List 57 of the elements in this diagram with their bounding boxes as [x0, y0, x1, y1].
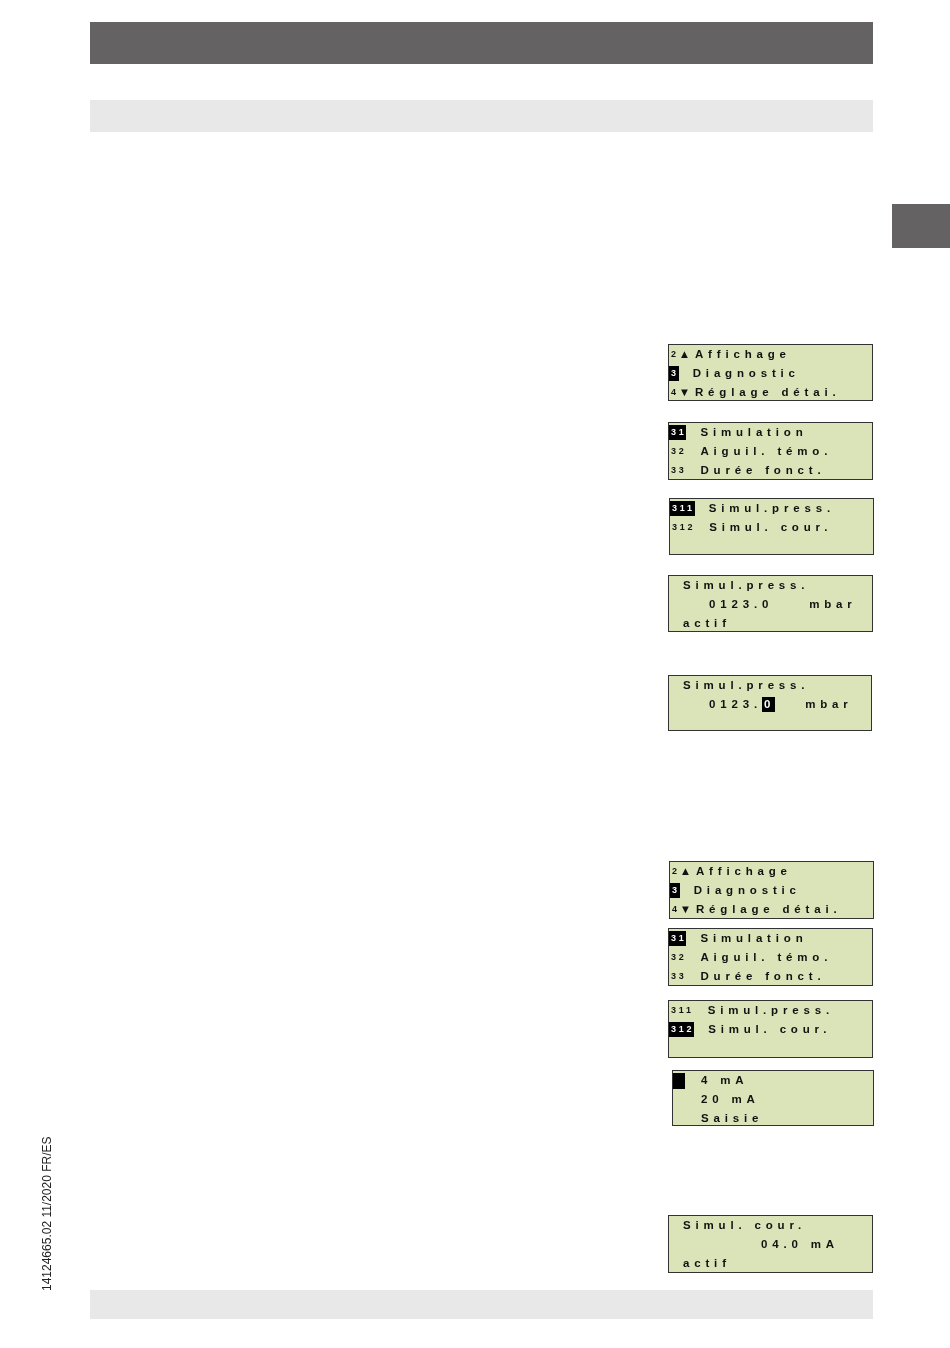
display-text: 0123.0	[709, 597, 774, 612]
menu-number: 32	[671, 951, 687, 964]
display-text: Simul.press.	[683, 578, 810, 593]
lcd-screen	[668, 422, 873, 480]
display-text: Simul. cour.	[708, 1022, 832, 1037]
lcd-screen	[669, 498, 874, 555]
menu-number: 311	[671, 1004, 694, 1017]
menu-number: 31	[669, 425, 687, 440]
display-text: ▲Affichage	[678, 347, 791, 362]
lcd-screen	[668, 575, 873, 632]
menu-number: 312	[669, 1022, 695, 1037]
menu-number: 33	[671, 970, 687, 983]
lcd-screen	[672, 1070, 874, 1126]
display-text: mbar	[809, 597, 857, 612]
display-text: 0123.	[709, 697, 762, 712]
menu-number: 3	[670, 883, 680, 898]
display-text: 20 mA	[701, 1092, 760, 1107]
display-text: Aiguil. témo.	[700, 444, 833, 459]
display-text: Simulation	[700, 931, 808, 946]
lcd-screen	[668, 1215, 873, 1273]
lcd-screen	[668, 675, 872, 731]
display-text: Simul. cour.	[683, 1218, 807, 1233]
lcd-screen	[668, 1000, 873, 1058]
display-text: Diagnostic	[692, 366, 800, 381]
display-text: ▲Affichage	[679, 864, 792, 879]
menu-number: 2	[672, 865, 680, 878]
display-text: actif	[683, 616, 731, 631]
display-text: 04.0 mA	[761, 1237, 839, 1252]
menu-number: 31	[669, 931, 687, 946]
menu-number: 32	[671, 445, 687, 458]
display-text: Aiguil. témo.	[700, 950, 833, 965]
display-text: 4 mA	[701, 1073, 749, 1088]
menu-number: 33	[671, 464, 687, 477]
display-text: Simul.press.	[708, 501, 835, 516]
menu-number: 312	[672, 521, 696, 534]
display-text: Simul. cour.	[709, 520, 833, 535]
display-text: Durée fonct.	[700, 969, 826, 984]
lcd-screen	[668, 928, 873, 986]
display-text: ▼Réglage détai.	[678, 385, 841, 400]
menu-number: 4	[672, 903, 680, 916]
document-number: 14124665.02 11/2020 FR/ES	[40, 1135, 54, 1291]
display-text: Diagnostic	[693, 883, 801, 898]
display-text: Saisie	[701, 1111, 764, 1125]
display-text: 0	[761, 697, 776, 712]
display-text: Durée fonct.	[700, 463, 826, 478]
display-text: ▼Réglage détai.	[679, 902, 842, 917]
display-text: mbar	[805, 697, 853, 712]
display-text: Simulation	[700, 425, 808, 440]
lcd-screen	[669, 861, 874, 919]
display-text: Simul.press.	[707, 1003, 834, 1018]
menu-number: 2	[671, 348, 679, 361]
display-text: Simul.press.	[683, 678, 810, 693]
menu-number: 4	[671, 386, 679, 399]
display-text: actif	[683, 1256, 731, 1271]
menu-number: 311	[670, 501, 695, 516]
menu-number: 3	[669, 366, 679, 381]
lcd-screen	[668, 344, 873, 401]
